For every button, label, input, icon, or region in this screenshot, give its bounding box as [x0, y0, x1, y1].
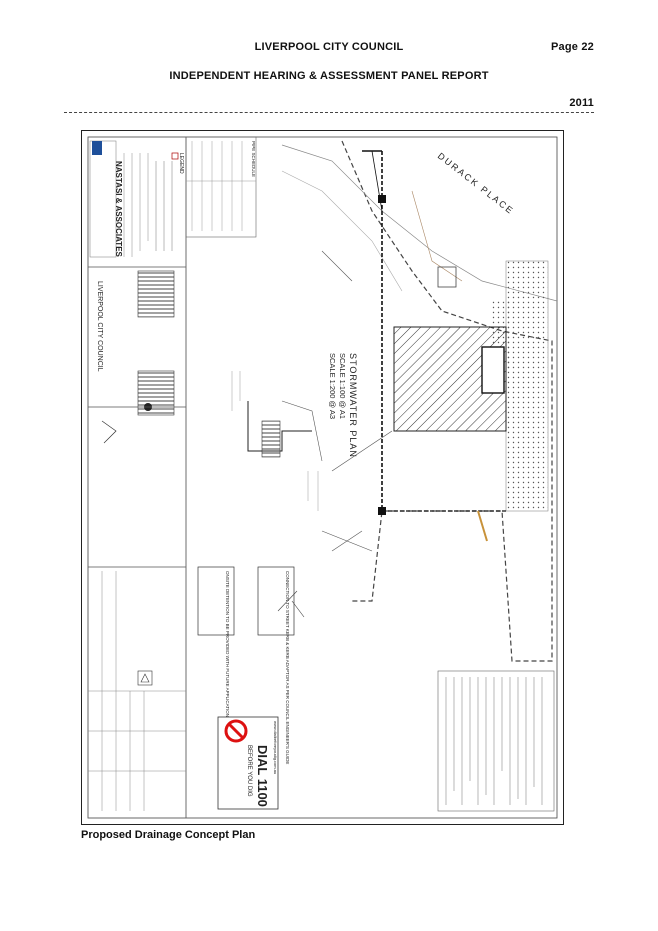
report-year: 2011: [569, 97, 594, 109]
drainage-plan-figure: NASTASI & ASSOCIATES LEGEND LIVERPOOL CI…: [81, 130, 564, 825]
site-boundary: [341, 140, 553, 662]
overland-flow: [477, 510, 488, 542]
dial-tagline: BEFORE YOU DIG: [246, 745, 252, 797]
pit-2: [378, 507, 386, 515]
page-number: Page 22: [551, 41, 594, 53]
firm-name: NASTASI & ASSOCIATES: [114, 161, 123, 258]
general-notes: [437, 670, 555, 812]
landscaped-batter: [505, 260, 549, 512]
sheet-border: [87, 136, 558, 819]
signature: [101, 420, 117, 444]
connection-note: CONNECTION TO STREET KERB & KERB ADAPTOR…: [285, 571, 290, 764]
contour-line: [281, 144, 558, 302]
council-name: LIVERPOOL CITY COUNCIL: [254, 41, 404, 53]
osd-note: ONSITE DETENTION TO BE PROVIDED WITH FUT…: [225, 571, 230, 775]
dial-before-you-dig: DIAL 1100 BEFORE YOU DIG www.dialbeforey…: [217, 716, 279, 810]
plan-title: STORMWATER PLAN: [348, 353, 358, 458]
dial-brand: DIAL 1100: [255, 745, 270, 807]
firm-logo: [92, 141, 102, 155]
dial-url: www.dialbeforeyoudig.com.au: [273, 721, 278, 774]
title-block: NASTASI & ASSOCIATES LEGEND LIVERPOOL CI…: [87, 136, 187, 819]
legend-title: LEGEND: [178, 153, 184, 174]
scale-a1: SCALE 1:100 @ A1: [338, 353, 347, 419]
pipe-schedule: PIPE SCHEDULE: [185, 136, 257, 238]
drainage-plan-drawing: NASTASI & ASSOCIATES LEGEND LIVERPOOL CI…: [87, 136, 558, 819]
kerb-detail: [231, 371, 323, 511]
pit: [378, 195, 386, 203]
street-name: DURACK PLACE: [436, 151, 516, 217]
locality-sketch-2: [137, 370, 175, 416]
pipe-schedule-title: PIPE SCHEDULE: [251, 141, 256, 177]
locality-sketch: [137, 270, 175, 318]
council-block-label: LIVERPOOL CITY COUNCIL: [96, 281, 103, 372]
report-title: INDEPENDENT HEARING & ASSESSMENT PANEL R…: [169, 70, 489, 82]
connection-note-box: [257, 566, 295, 636]
rainwater-tank: [481, 346, 505, 394]
header-divider: [64, 112, 594, 113]
figure-caption: Proposed Drainage Concept Plan: [81, 829, 256, 841]
scale-a3: SCALE 1:200 @ A3: [328, 353, 337, 419]
osd-note-box: [197, 566, 235, 636]
